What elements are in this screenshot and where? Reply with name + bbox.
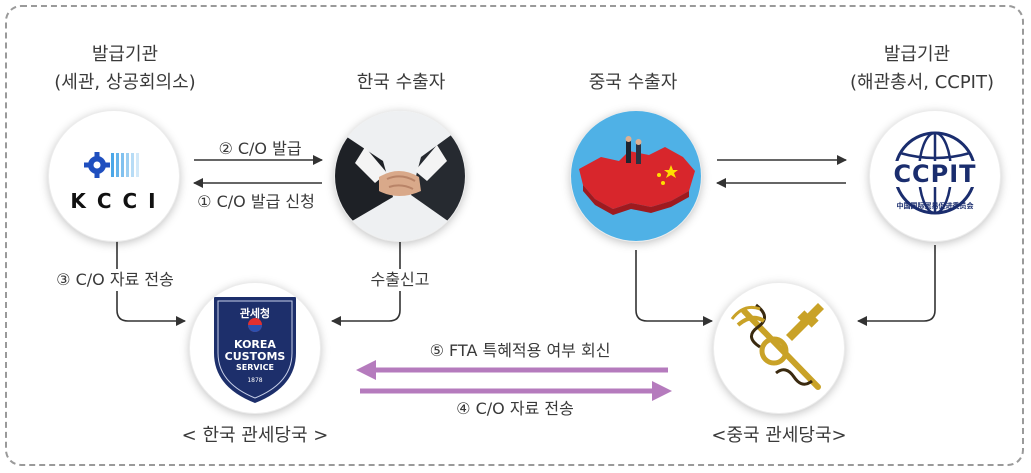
china-customs-logo xyxy=(714,283,844,413)
kcs-badge-year: 1878 xyxy=(247,377,263,384)
china-issuer-title: 발급기관 xyxy=(883,44,951,65)
cn-exporter-connector xyxy=(635,250,713,326)
step-reply-label: ⑤ FTA 특혜적용 여부 회신 xyxy=(429,341,611,360)
handshake-icon xyxy=(335,111,465,241)
diagram-frame xyxy=(5,5,1024,466)
ccpit-logo-text: CCPIT xyxy=(878,161,992,187)
china-exporter-label: 중국 수출자 xyxy=(588,72,678,93)
kcs-shield-icon xyxy=(214,297,296,403)
kcs-badge-line1: KOREA xyxy=(234,338,276,351)
step-apply-label: ① C/O 발급 신청 xyxy=(197,192,315,211)
korea-exporter-label: 한국 수출자 xyxy=(356,72,446,93)
kcci-logo-text: K C C I xyxy=(70,189,158,213)
ccpit-chinese-text: 中国国际贸易促进委员会 xyxy=(896,202,974,210)
kcci-logo: K C C I xyxy=(49,111,179,241)
korea-customs-label: < 한국 관세당국 > xyxy=(181,425,329,446)
korea-issuer-title: 발급기관 xyxy=(91,44,159,65)
china-exporter-image xyxy=(571,111,701,241)
step-issue-label: ② C/O 발급 xyxy=(218,139,302,158)
kcs-badge-line2: CUSTOMS xyxy=(224,350,286,363)
korea-issuer-subtitle: (세관, 상공회의소) xyxy=(54,72,196,93)
send-cn-arrow-head xyxy=(652,381,672,401)
korea-exporter-image xyxy=(335,111,465,241)
caduceus-key-icon xyxy=(730,303,824,390)
step-declare-label: 수출신고 xyxy=(360,269,440,291)
kcs-badge-line3: SERVICE xyxy=(236,363,274,372)
declare-connector xyxy=(331,240,401,326)
cn-issuer-connector xyxy=(857,245,936,326)
kr-send-connector xyxy=(116,240,186,326)
kcs-badge-top: 관세청 xyxy=(239,307,271,320)
reply-arrow-head xyxy=(356,360,376,380)
korea-customs-logo: 관세청 KOREA CUSTOMS SERVICE 1878 xyxy=(190,283,320,413)
ccpit-logo: CCPIT 中国国际贸易促进委员会 xyxy=(870,111,1000,241)
kcci-gear-icon xyxy=(84,152,139,178)
china-customs-label: <중국 관세당국> xyxy=(711,425,847,446)
china-map-icon xyxy=(571,111,701,241)
step-send-cn-label: ④ C/O 자료 전송 xyxy=(456,399,574,418)
step-send-kr-label: ③ C/O 자료 전송 xyxy=(40,269,190,291)
china-issuer-subtitle: (해관총서, CCPIT) xyxy=(849,72,995,93)
